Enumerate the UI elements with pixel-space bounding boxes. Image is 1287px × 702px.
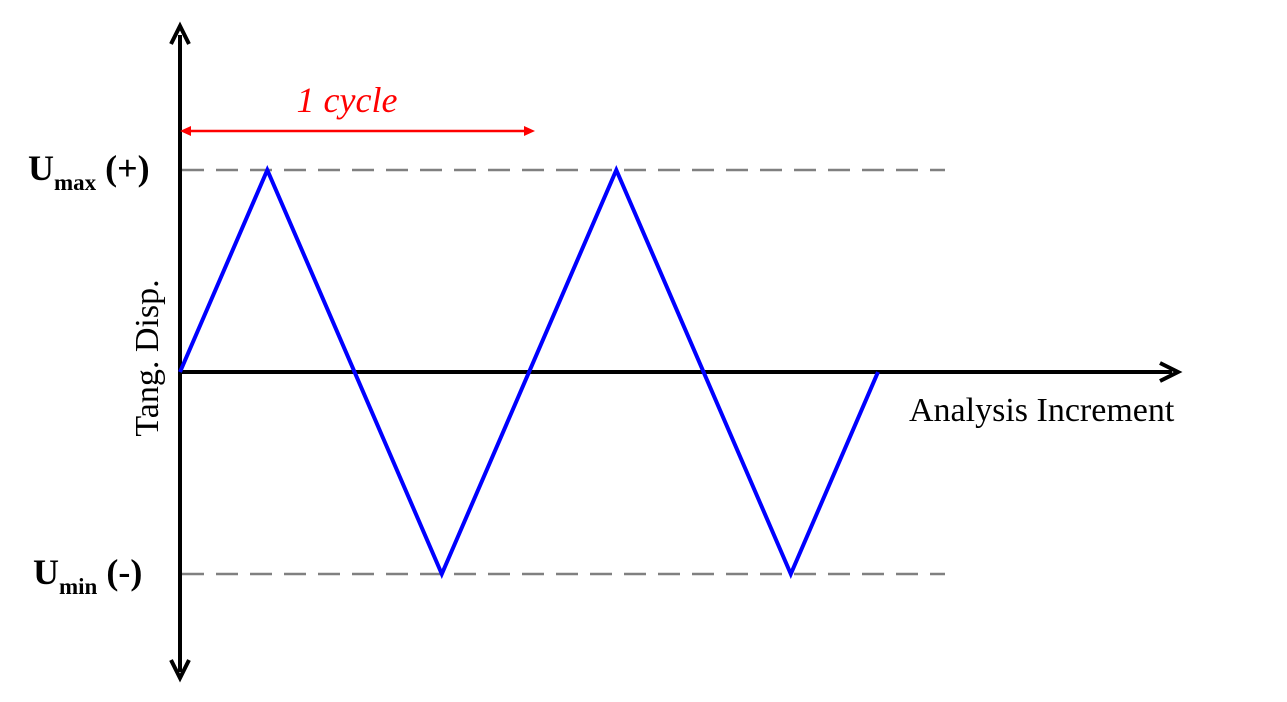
umax-label: Umax (+): [28, 148, 150, 195]
y-axis-bottom-arrowhead: [169, 659, 191, 683]
umax-subscript: max: [54, 170, 97, 195]
cycle-span-arrow-right-head: [524, 126, 535, 136]
umax-suffix: (+): [96, 148, 150, 188]
y-axis-top-arrowhead: [169, 21, 191, 45]
x-axis-arrowhead: [1159, 361, 1183, 383]
umin-symbol: U: [33, 552, 59, 592]
cycle-label: 1 cycle: [297, 80, 398, 120]
umin-subscript: min: [59, 574, 98, 599]
y-axis-label: Tang. Disp.: [129, 279, 166, 436]
cycle-span-arrow-left-head: [180, 126, 191, 136]
umin-label: Umin (-): [33, 552, 142, 599]
x-axis-label: Analysis Increment: [909, 392, 1175, 429]
displacement-signal-line: [178, 164, 880, 580]
cycle-span-arrow: [180, 126, 535, 136]
umax-symbol: U: [28, 148, 54, 188]
umin-suffix: (-): [97, 552, 142, 592]
